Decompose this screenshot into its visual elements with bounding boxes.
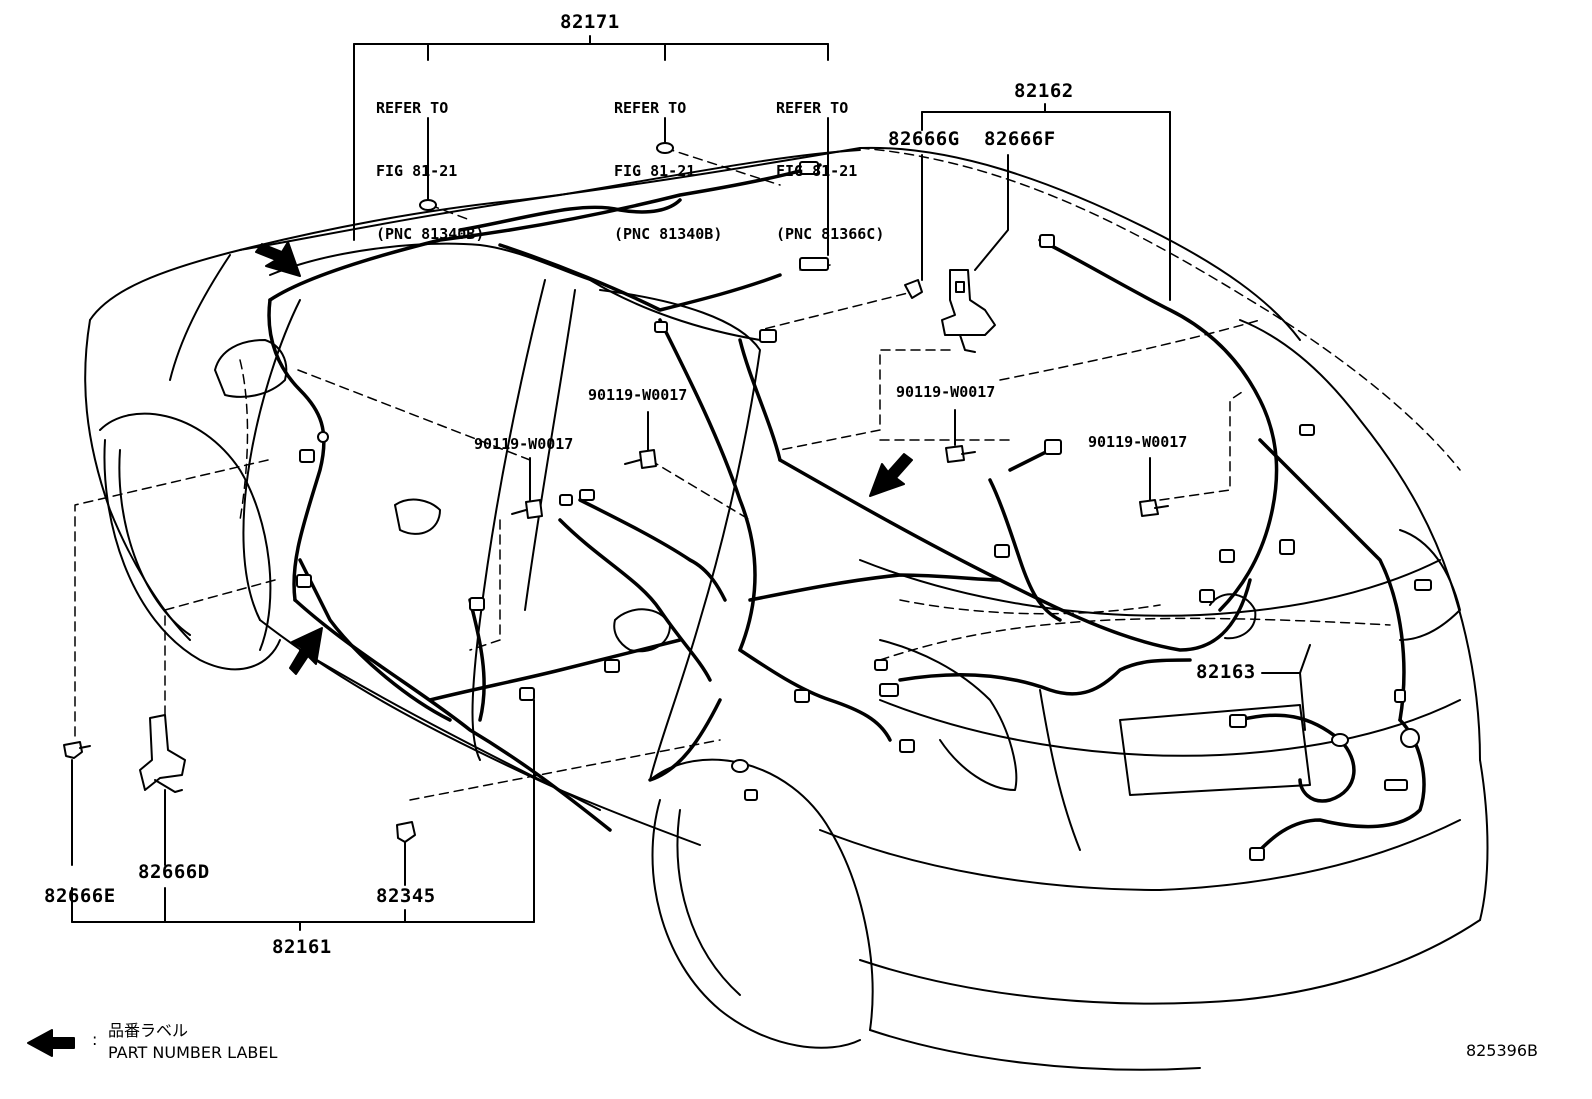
connectors xyxy=(296,142,1432,861)
bolt-label-2: 90119-W0017 xyxy=(474,435,574,453)
arrow-center xyxy=(869,453,913,497)
ref-2-line-3: (PNC 81340B) xyxy=(614,225,723,243)
part-label-82345: 82345 xyxy=(376,885,436,907)
reference-note-1: REFER TO FIG 81-21 (PNC 81340B) xyxy=(376,56,484,266)
part-label-82162: 82162 xyxy=(1014,80,1074,102)
ref-1-line-2: FIG 81-21 xyxy=(376,162,458,180)
bolt-1 xyxy=(624,449,657,469)
label-arrows xyxy=(27,241,913,1057)
arrow-roof xyxy=(255,241,301,277)
part-label-82161: 82161 xyxy=(272,936,332,958)
reference-note-3: REFER TO FIG 81-21 (PNC 81366C) xyxy=(776,56,884,266)
legend-english: PART NUMBER LABEL xyxy=(108,1043,278,1062)
ref-1-line-3: (PNC 81340B) xyxy=(376,225,485,243)
clip-82666e xyxy=(63,741,91,759)
part-label-82666e: 82666E xyxy=(44,885,116,907)
part-label-82666f: 82666F xyxy=(984,128,1056,150)
legend-japanese: 品番ラベル xyxy=(108,1021,189,1040)
bolt-label-4: 90119-W0017 xyxy=(1088,433,1188,451)
bolt-3 xyxy=(945,445,976,463)
ref-1-line-1: REFER TO xyxy=(376,99,449,117)
ref-3-line-2: FIG 81-21 xyxy=(776,162,858,180)
part-label-82163: 82163 xyxy=(1196,661,1256,683)
bolt-2 xyxy=(511,499,543,519)
bracket-82666f xyxy=(941,269,996,353)
part-label-82171: 82171 xyxy=(560,11,620,33)
car-body xyxy=(84,146,1489,1071)
part-label-82666g: 82666G xyxy=(888,128,960,150)
ref-2-line-1: REFER TO xyxy=(614,99,687,117)
legend-text: 品番ラベル PART NUMBER LABEL xyxy=(108,1020,277,1064)
legend: : 品番ラベル PART NUMBER LABEL xyxy=(24,1018,324,1068)
clip-82345 xyxy=(396,821,416,843)
leader-lines xyxy=(74,147,1461,801)
reference-note-2: REFER TO FIG 81-21 (PNC 81340B) xyxy=(614,56,722,266)
bolt-label-1: 90119-W0017 xyxy=(588,386,688,404)
part-label-82666d: 82666D xyxy=(138,861,210,883)
ref-3-line-3: (PNC 81366C) xyxy=(776,225,885,243)
wire-harness xyxy=(267,163,1426,852)
bolts xyxy=(511,445,1169,519)
arrow-floor xyxy=(289,627,323,675)
clip-82666g xyxy=(904,279,923,299)
figure-code: 825396B xyxy=(1465,1041,1538,1060)
bolt-label-3: 90119-W0017 xyxy=(896,383,996,401)
legend-colon: : xyxy=(92,1030,98,1049)
arrow-legend xyxy=(27,1029,75,1057)
ref-2-line-2: FIG 81-21 xyxy=(614,162,696,180)
ref-3-line-1: REFER TO xyxy=(776,99,849,117)
callout-brackets xyxy=(71,35,1311,931)
bolt-4 xyxy=(1139,499,1169,517)
bracket-82666d xyxy=(139,714,186,793)
